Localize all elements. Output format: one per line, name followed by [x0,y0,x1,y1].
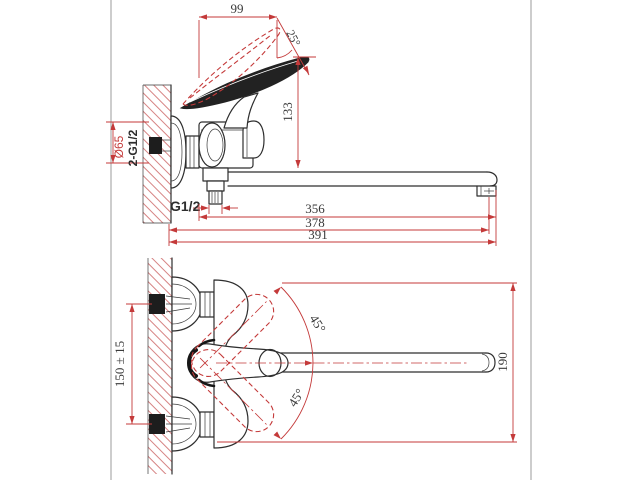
dimensions-plan: 45° 45° 150 ± 15 190 [112,282,517,443]
wall-nut [149,294,165,314]
handle-swing-lower-dashed [190,348,275,433]
dim-133-label: 133 [280,102,295,122]
wall-hatch-plan [147,257,173,475]
side-view: 99 25° 133 Ø65 2-G1/2 [106,1,498,246]
wall-nut [149,137,162,154]
sheet-border [110,0,532,480]
plan-view: 45° 45° 150 ± 15 190 [112,257,517,475]
handle-swing-upper-dashed [190,293,275,378]
handle-neck [223,92,259,129]
cartridge-oval [198,122,226,168]
dim-190-label: 190 [495,352,510,372]
thread-g12-label: G1/2 [170,198,201,214]
eccentric-plan-bottom [149,396,215,452]
dim-99-label: 99 [231,1,244,16]
angle-25-label: 25° [283,27,303,49]
shower-outlet-side [202,167,229,205]
eccentric-mount-side [149,115,200,189]
angle-45-upper-label: 45° [307,312,329,335]
wall-nut [149,414,165,434]
escutcheon-dome [170,115,187,189]
dim-356-label: 356 [305,201,325,216]
eccentric-plan-top [149,276,215,332]
diameter-65-label: Ø65 [112,135,126,158]
dim-150-label: 150 ± 15 [112,341,127,387]
dim-391-label: 391 [308,227,328,242]
thread-2g12-label: 2-G1/2 [126,129,140,166]
dim-378-label: 378 [305,215,325,230]
spout-tip [486,171,498,187]
handle-raised-dashed [182,27,281,106]
spout-side [227,171,498,197]
spout-tip-plan [485,352,496,373]
body-side [198,120,265,169]
